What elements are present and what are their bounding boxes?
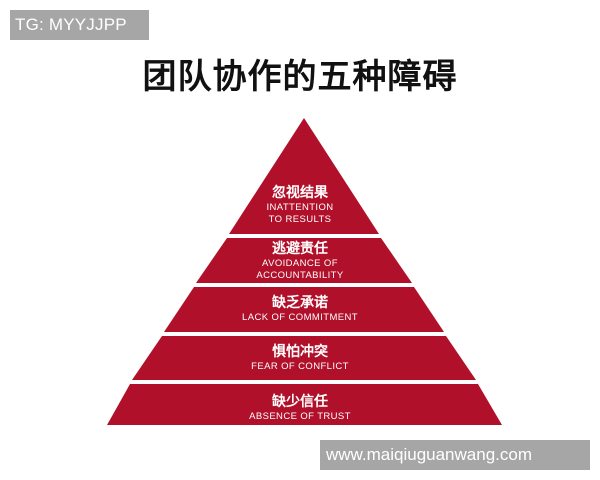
watermark-bottom: www.maiqiuguanwang.com (320, 440, 590, 470)
pyramid-layer-5 (107, 384, 502, 425)
page-title: 团队协作的五种障碍 (142, 57, 458, 97)
pyramid-layer-3 (164, 287, 444, 332)
layer-3-label: 缺乏承诺 LACK OF COMMITMENT (242, 295, 358, 323)
pyramid-layer-2 (196, 238, 412, 283)
pyramid-layer-4 (132, 336, 476, 380)
watermark-top: TG: MYYJJPP (10, 10, 149, 40)
layer-4-label: 惧怕冲突 FEAR OF CONFLICT (251, 344, 349, 372)
layer-1-label: 忽视结果 INATTENTION TO RESULTS (266, 185, 334, 225)
layer-5-label: 缺少信任 ABSENCE OF TRUST (249, 394, 351, 422)
pyramid-layer-1 (229, 118, 379, 234)
layer-2-label: 逃避责任 AVOIDANCE OF ACCOUNTABILITY (256, 241, 344, 281)
